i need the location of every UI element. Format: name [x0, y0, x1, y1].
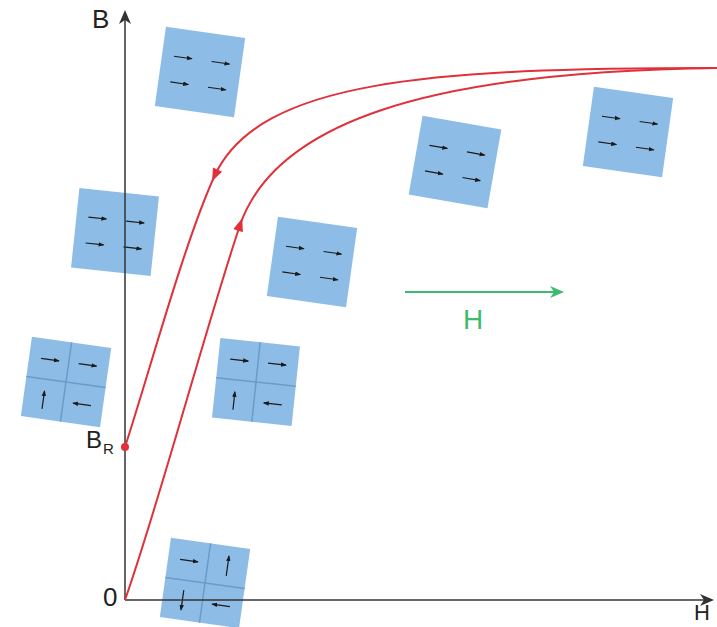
b-axis — [124, 12, 126, 600]
axis-label: H — [694, 602, 710, 624]
domain-tile — [71, 188, 159, 276]
origin-label: 0 — [103, 584, 117, 610]
axis-label: B — [92, 6, 109, 32]
domain-tile — [409, 116, 502, 209]
field-arrow — [405, 291, 562, 293]
domain-tile — [160, 538, 250, 627]
h-axis — [125, 599, 712, 601]
subscript-label: R — [103, 441, 114, 456]
curve-arrowhead — [233, 217, 247, 232]
remanence-dot — [121, 443, 129, 451]
domain-tile — [212, 338, 300, 426]
domain-tile — [155, 27, 245, 117]
remanence-label: B — [86, 428, 102, 452]
domain-tile — [267, 217, 357, 307]
return-curve — [125, 68, 717, 447]
field-label: H — [463, 306, 483, 334]
initial-curve — [125, 68, 717, 600]
domain-tile — [583, 87, 673, 177]
curve-arrowhead — [208, 167, 223, 183]
domain-tile — [21, 337, 111, 427]
